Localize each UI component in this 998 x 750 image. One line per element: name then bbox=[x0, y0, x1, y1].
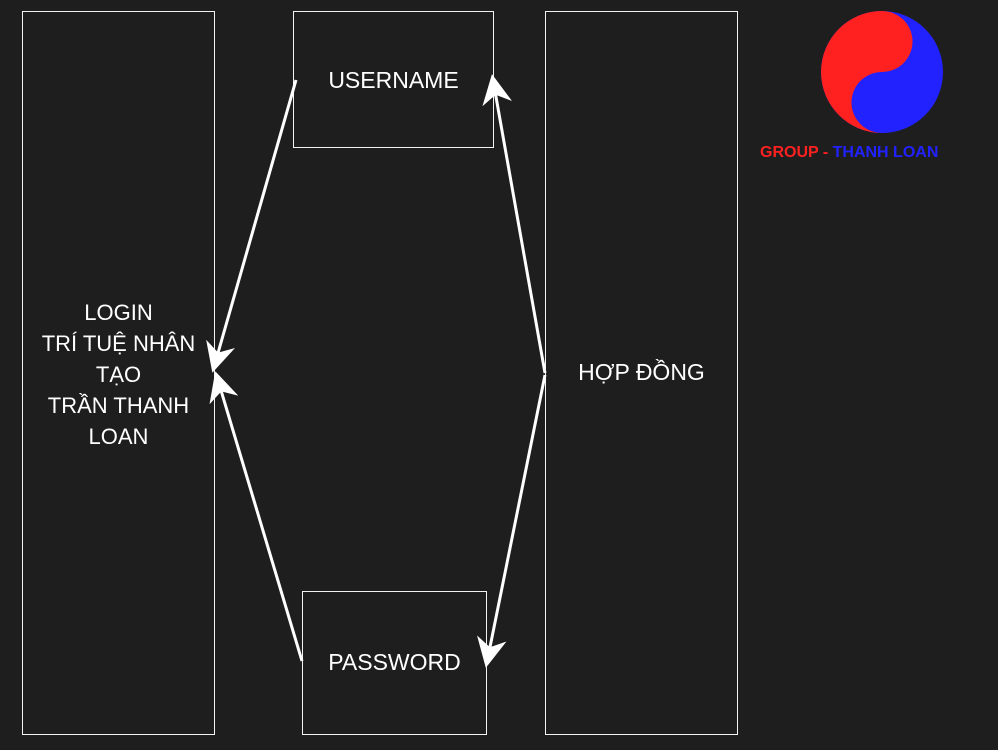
contract-box bbox=[545, 11, 738, 735]
arrow-contract-to-password bbox=[477, 374, 547, 668]
arrow-username-to-login bbox=[206, 79, 298, 373]
login-line-1: LOGIN bbox=[84, 300, 153, 325]
logo-caption-separator: - bbox=[818, 144, 833, 161]
login-line-5: LOAN bbox=[88, 424, 149, 449]
logo-dot-bottom bbox=[875, 96, 889, 110]
login-label: LOGIN TRÍ TUỆ NHÂN TẠO TRẦN THANH LOAN bbox=[22, 297, 215, 452]
login-line-4: TRẦN THANH bbox=[47, 393, 190, 418]
logo-caption-name: THANH LOAN bbox=[832, 144, 939, 161]
login-line-3: TẠO bbox=[95, 362, 142, 387]
arrow-password-to-login bbox=[209, 371, 304, 662]
logo-caption-group: GROUP bbox=[760, 144, 819, 161]
username-label: USERNAME bbox=[328, 67, 459, 93]
contract-label: HỢP ĐỒNG bbox=[578, 359, 705, 385]
logo-dot-top bbox=[875, 34, 889, 48]
logo-caption: GROUP - THANH LOAN bbox=[760, 144, 938, 162]
password-label: PASSWORD bbox=[328, 649, 461, 675]
arrow-contract-to-username bbox=[482, 74, 547, 374]
yin-yang-icon bbox=[821, 11, 943, 133]
login-line-2: TRÍ TUỆ NHÂN bbox=[41, 331, 196, 356]
